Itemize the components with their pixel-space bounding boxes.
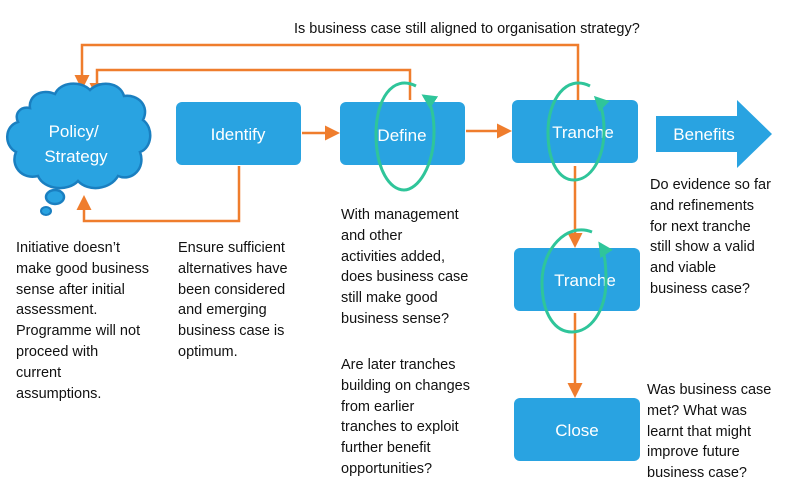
tranche-node-1: Tranche xyxy=(512,100,638,163)
arrow-identify-to-policy xyxy=(76,166,241,223)
header-question: Is business case still aligned to organi… xyxy=(294,21,640,37)
tranche-2-cycle-icon xyxy=(540,228,613,334)
cloud-bubble-large xyxy=(44,188,66,206)
tranche-1-label: Tranche xyxy=(552,123,614,142)
policy-note: Initiative doesn’t make good business se… xyxy=(16,240,149,402)
identify-label: Identify xyxy=(211,125,266,144)
benefits-note: Do evidence so far and refinements for n… xyxy=(650,177,771,297)
arrow-define-to-policy xyxy=(89,68,412,100)
define-node: Define xyxy=(340,102,465,165)
benefits-arrow-shape xyxy=(656,100,772,168)
tranche-1-cycle-icon xyxy=(546,81,610,182)
policy-label: Policy/ Strategy xyxy=(44,122,108,166)
benefits-label: Benefits xyxy=(673,125,734,144)
close-label: Close xyxy=(555,421,598,440)
arrow-tranche-to-policy xyxy=(74,43,580,100)
policy-cloud: Policy/ Strategy xyxy=(6,82,152,216)
tranche-2-label: Tranche xyxy=(554,271,616,290)
policy-label-line-1: Policy/ xyxy=(49,122,99,141)
tranche-node-2: Tranche xyxy=(514,248,640,311)
close-note: Was business case met? What was learnt t… xyxy=(647,382,772,482)
identify-node: Identify xyxy=(176,102,301,165)
cycle-marks xyxy=(374,81,613,334)
policy-label-line-2: Strategy xyxy=(44,147,108,166)
define-cycle-icon xyxy=(374,81,439,192)
cloud-shape xyxy=(6,82,152,190)
benefits-node: Benefits xyxy=(656,100,772,168)
define-label: Define xyxy=(377,126,426,145)
define-note: With management and other activities add… xyxy=(341,207,469,327)
identify-note: Ensure sufficient alternatives have been… xyxy=(178,240,288,360)
later-tranches-note: Are later tranches building on changes f… xyxy=(341,357,470,477)
cloud-bubble-small xyxy=(40,206,52,216)
close-node: Close xyxy=(514,398,640,461)
